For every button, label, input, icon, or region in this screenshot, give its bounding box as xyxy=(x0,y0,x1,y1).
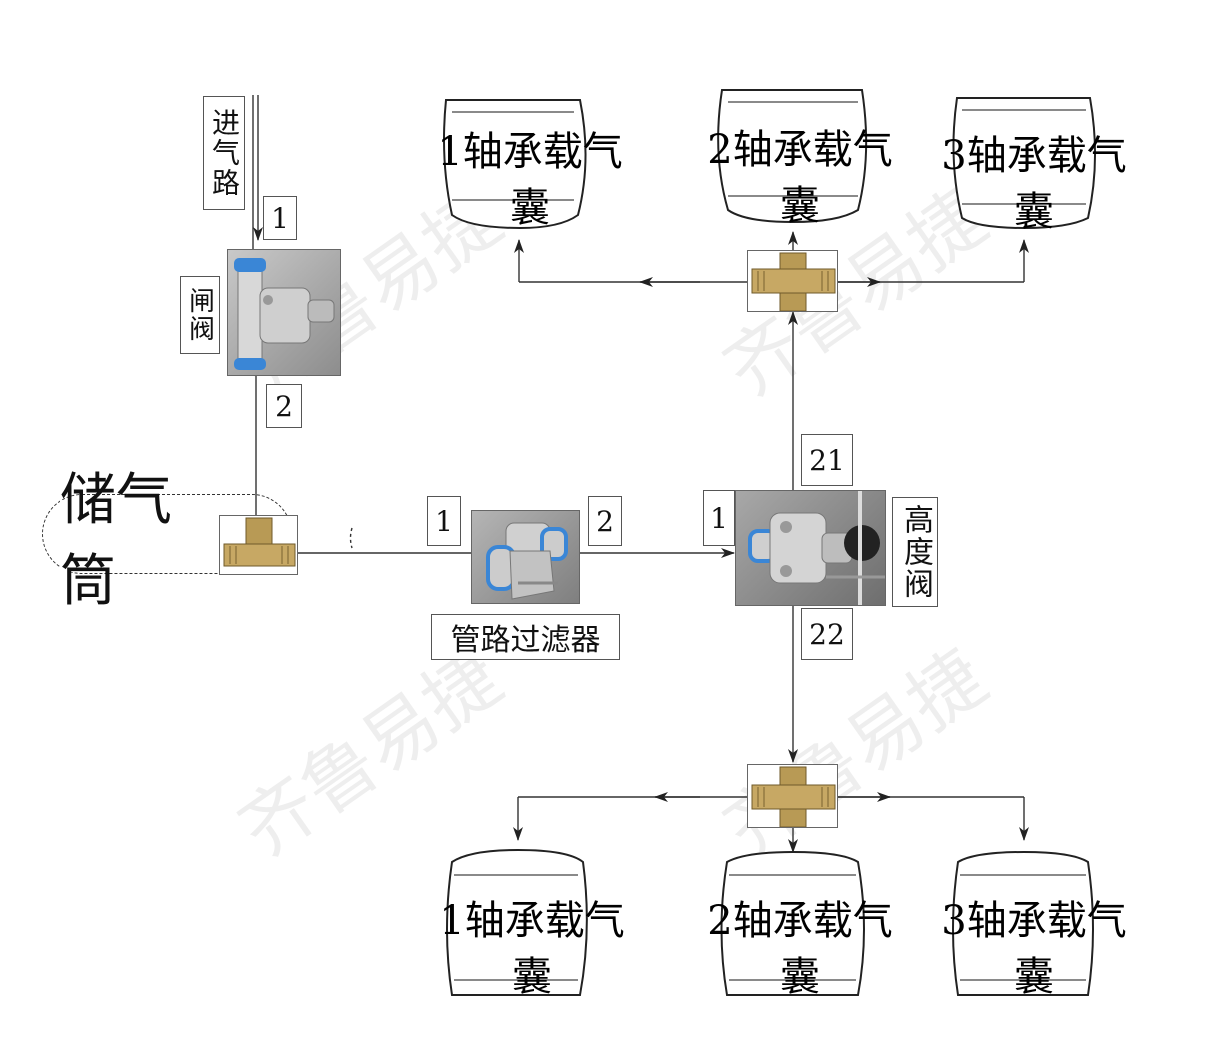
airbag-shape xyxy=(446,848,588,996)
pipeline-filter-image xyxy=(471,510,580,604)
height-valve-port-up: 21 xyxy=(801,434,853,486)
airbag-bottom-axle-1: 1轴承载气囊 xyxy=(439,898,625,1000)
airbag-shape xyxy=(952,97,1096,230)
gate-valve-image xyxy=(227,249,341,376)
height-valve-port-down: 22 xyxy=(801,608,853,660)
gate-valve-port-out: 2 xyxy=(266,384,302,428)
height-valve-image xyxy=(735,490,886,606)
gate-valve-icon xyxy=(234,258,335,370)
airbag-top-axle-2: 2轴承载气囊 xyxy=(707,127,893,229)
filter-port-in: 1 xyxy=(427,496,461,546)
inlet-label: 进气路 xyxy=(203,96,245,210)
tee-fitting-icon xyxy=(223,517,296,567)
airbag-shape xyxy=(952,850,1094,996)
airbag-shape xyxy=(443,99,587,230)
height-valve-label: 高度阀 xyxy=(892,497,938,607)
gate-valve-port-in: 1 xyxy=(263,196,297,240)
filter-icon xyxy=(486,522,568,600)
airbag-shape xyxy=(720,850,865,996)
cross-fitting-upper-image xyxy=(747,250,838,312)
airbag-shape xyxy=(717,89,868,224)
airbag-bottom-axle-2: 2轴承载气囊 xyxy=(707,898,893,1000)
gate-valve-label: 闸阀 xyxy=(180,276,220,354)
height-valve-port-in: 1 xyxy=(703,490,735,546)
airbag-bottom-axle-3: 3轴承载气囊 xyxy=(941,898,1127,1000)
tee-fitting-image xyxy=(219,515,298,575)
height-valve-icon xyxy=(748,491,885,605)
airbag-top-axle-3: 3轴承载气囊 xyxy=(941,133,1127,235)
airbag-top-axle-1: 1轴承载气囊 xyxy=(437,129,623,231)
cross-fitting-icon xyxy=(751,766,836,827)
filter-port-out: 2 xyxy=(588,496,622,546)
pipeline-filter-label: 管路过滤器 xyxy=(431,614,620,660)
cross-fitting-lower-image xyxy=(747,764,838,828)
cross-fitting-icon xyxy=(751,252,836,311)
